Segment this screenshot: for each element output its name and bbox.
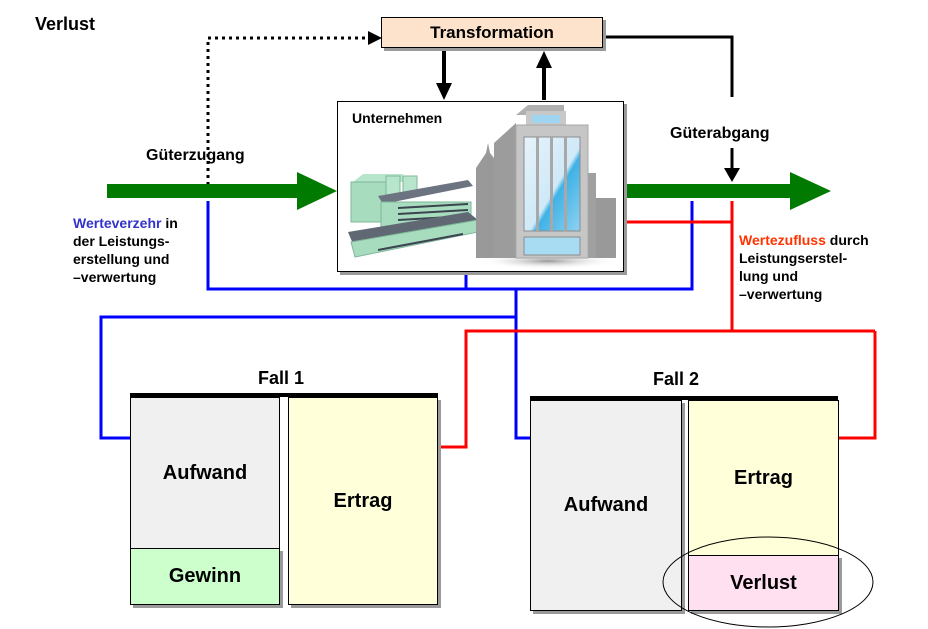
- unternehmen-box: Unternehmen: [337, 101, 624, 272]
- wertezufluss-line: –verwertung: [739, 286, 823, 302]
- fall1-aufwand-box: Aufwand: [130, 397, 280, 549]
- fall2-verlust-label: Verlust: [730, 571, 797, 594]
- werteverzehr-rest: in: [161, 215, 178, 231]
- werteverzehr-line: der Leistungs-: [73, 233, 170, 249]
- wertezufluss-line: Leistungserstel-: [739, 250, 848, 266]
- dotted-feedback-line: [206, 31, 382, 185]
- werteverzehr-description: Werteverzehr in der Leistungs- erstellun…: [73, 214, 213, 286]
- fall2-aufwand-label: Aufwand: [563, 494, 649, 516]
- transformation-box: Transformation: [381, 17, 603, 48]
- fall2-ertrag-box: Ertrag: [688, 400, 839, 556]
- werteverzehr-line: –verwertung: [73, 269, 157, 285]
- fall1-ertrag-label: Ertrag: [333, 489, 393, 512]
- fall1-top-bar: [130, 393, 438, 397]
- goods-inflow-arrow: [107, 172, 337, 210]
- gueterzugang-label: Güterzugang: [146, 147, 245, 164]
- goods-outflow-arrow: [625, 172, 831, 210]
- wertezufluss-line: lung und: [739, 268, 799, 284]
- arrow-down-icon: [724, 168, 740, 182]
- fall2-title: Fall 2: [653, 369, 700, 389]
- werteverzehr-line: erstellung und: [73, 251, 170, 267]
- fall1-gewinn-box: Gewinn: [130, 548, 280, 605]
- wertezufluss-highlight: Wertezufluss: [739, 232, 826, 248]
- fall1-title: Fall 1: [258, 368, 305, 388]
- fall1-ertrag-box: Ertrag: [288, 397, 438, 605]
- page-title: Verlust: [35, 14, 96, 34]
- office-building-icon: [476, 105, 618, 269]
- fall2-aufwand-box: Aufwand: [530, 400, 682, 611]
- revenue-flow-lines: [414, 201, 877, 449]
- fall2-verlust-box: Verlust: [688, 555, 839, 611]
- werteverzehr-highlight: Werteverzehr: [73, 215, 162, 231]
- gueterabgang-label: Güterabgang: [670, 125, 770, 142]
- transformation-output-line: [604, 35, 740, 182]
- arrowhead-icon: [368, 31, 382, 45]
- transformation-label: Transformation: [430, 22, 554, 42]
- fall1-aufwand-label: Aufwand: [162, 461, 248, 484]
- wertezufluss-rest: durch: [825, 232, 869, 248]
- arrow-transformation-to-unternehmen: [436, 49, 452, 100]
- wertezufluss-description: Wertezufluss durch Leistungserstel- lung…: [739, 231, 909, 303]
- fall1-gewinn-label: Gewinn: [168, 565, 242, 587]
- fall2-ertrag-label: Ertrag: [734, 466, 793, 489]
- unternehmen-label: Unternehmen: [352, 110, 443, 126]
- arrow-unternehmen-to-transformation: [536, 51, 552, 100]
- fall2-top-bar: [530, 396, 838, 400]
- factory-icon: [348, 174, 479, 258]
